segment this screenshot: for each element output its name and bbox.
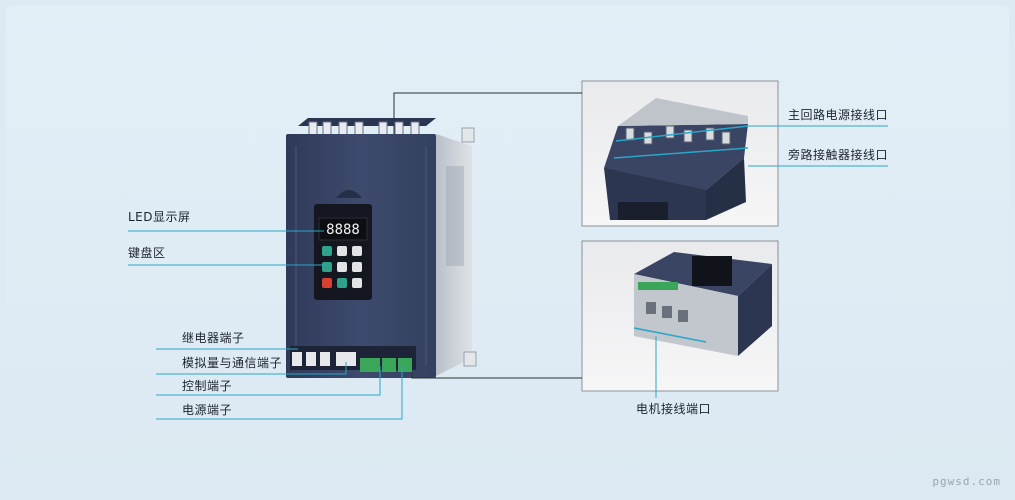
top-photo-panel — [581, 80, 779, 227]
leader-lines-right — [655, 125, 888, 398]
led-digits: 8888 — [326, 222, 360, 238]
connector-bottom-panel — [411, 372, 582, 379]
top-mount-ear — [461, 127, 475, 143]
leader-lines-left — [128, 230, 403, 420]
label-main-circuit-power-port: 主回路电源接线口 — [788, 108, 889, 122]
soft-starter-device: 8888 — [286, 118, 477, 378]
bottom-mount-ear — [463, 351, 477, 367]
connector-top-panel — [393, 92, 582, 134]
leader-analog-comm — [156, 362, 347, 375]
diagram-canvas: 8888 — [128, 80, 888, 420]
keypad-button — [322, 246, 332, 256]
keypad-button — [322, 262, 332, 272]
front-notch — [336, 190, 362, 198]
keypad-button — [337, 278, 347, 288]
device-side-panel — [436, 134, 472, 376]
label-motor-port: 电机接线端口 — [636, 402, 712, 416]
leader-power — [156, 366, 403, 420]
bottom-photo-panel — [581, 240, 779, 392]
keypad — [322, 246, 362, 288]
led-display — [318, 217, 368, 241]
keypad-button — [352, 278, 362, 288]
keypad-button — [337, 262, 347, 272]
keypad-stop-button — [322, 278, 332, 288]
watermark: pgwsd.com — [932, 475, 1001, 488]
label-power-terminal: 电源端子 — [182, 403, 233, 417]
label-control-terminal: 控制端子 — [182, 379, 233, 393]
keypad-button — [352, 246, 362, 256]
label-analog-comm-terminal: 模拟量与通信端子 — [182, 356, 283, 370]
keypad-button — [352, 262, 362, 272]
label-bypass-contactor-port: 旁路接触器接线口 — [788, 148, 889, 162]
side-label — [446, 166, 464, 266]
top-terminals — [308, 121, 420, 137]
label-relay-terminal: 继电器端子 — [182, 331, 245, 345]
leader-control — [156, 366, 381, 396]
diagram-frame: 8888 — [6, 6, 1009, 494]
keypad-button — [337, 246, 347, 256]
label-led-display: LED显示屏 — [128, 210, 191, 224]
connector-lines — [393, 92, 582, 379]
label-keypad-area: 键盘区 — [128, 246, 166, 260]
